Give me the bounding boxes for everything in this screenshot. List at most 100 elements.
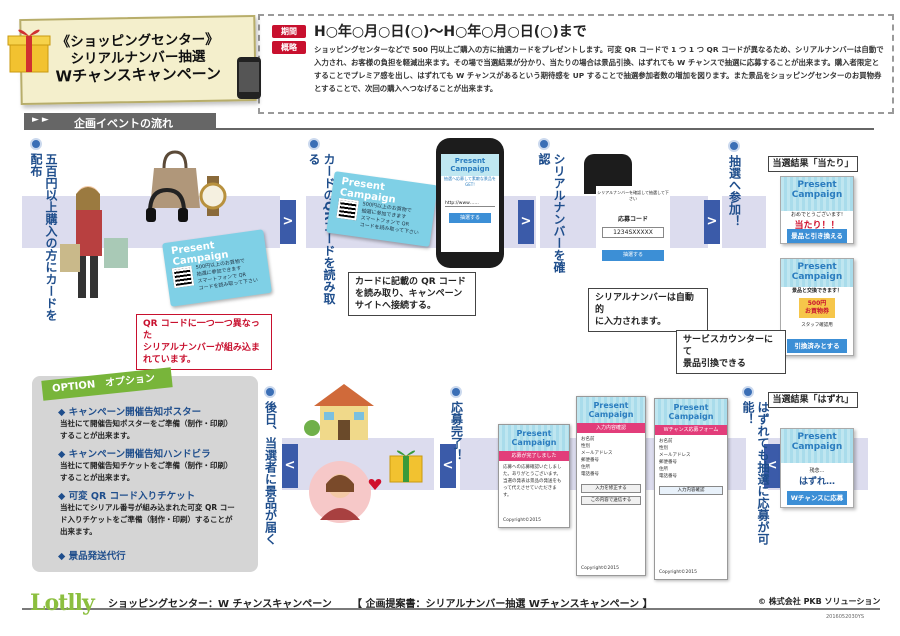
confirm-bar: 入力内容確認 xyxy=(577,423,645,433)
step-dot-icon xyxy=(308,138,320,150)
phone-header: Present Campaign xyxy=(441,154,499,176)
phone-url-field[interactable]: http://www…… xyxy=(445,201,495,207)
shopping-bag-icon xyxy=(150,150,200,208)
footer-company: © 株式会社 PKB ソリューション xyxy=(758,597,881,606)
chevron-right-icon: > xyxy=(704,200,720,244)
smartphone-icon xyxy=(237,57,261,99)
step-6-text: 後日、当選者に景品が届く xyxy=(263,401,278,545)
lose-result-screen: Present Campaign 残念… はずれ… Wチャンスに応募 xyxy=(780,428,854,508)
exchange-screen: Present Campaign 景品と交換できます！ 500円 お買物券 スタ… xyxy=(780,258,854,356)
redeemed-button[interactable]: 引換済みとする xyxy=(787,339,847,353)
section-arrows-icon: ►► xyxy=(32,115,52,125)
qr-code-icon xyxy=(171,265,195,289)
option-item-4-title: ◆ 景品発送代行 xyxy=(58,551,126,562)
chevron-right-icon: > xyxy=(280,200,296,244)
option-item-3-title: ◆ 可変 QR コード入りチケット xyxy=(58,491,196,502)
serial-draw-button[interactable]: 抽選する xyxy=(602,250,664,261)
title-line-3: Wチャンスキャンペーン xyxy=(55,64,222,86)
gift-icon xyxy=(389,450,423,483)
win-result-label: 当選結果「当たり」 xyxy=(768,156,858,172)
period-tag: 期間 xyxy=(272,25,306,38)
step-1: 五百円以上購入の方にカードを配布 xyxy=(28,138,58,321)
serial-input[interactable]: 1234SXXXXX xyxy=(602,227,664,238)
confirm-button[interactable]: 入力内容確認 xyxy=(659,486,723,495)
outline-tag: 概略 xyxy=(272,41,306,54)
form-header: Present Campaign xyxy=(499,425,569,451)
form-footer: Copyright©2015 xyxy=(581,566,619,571)
header: 《ショッピングセンター》 シリアルナンバー抽選 Wチャンスキャンペーン 期間 概… xyxy=(0,0,900,120)
chevron-left-icon: < xyxy=(282,444,298,488)
lose-big: はずれ… xyxy=(798,477,835,487)
option-item-2-text: 当社にて開催告知チケットをご準備（制作・印刷） することが出来ます。 xyxy=(60,461,233,482)
send-button[interactable]: この内容で送信する xyxy=(581,496,641,505)
confirm-fields: お名前性別メールアドレス 郵便番号住所電話番号 xyxy=(581,437,613,477)
step-5: 応募完了！ xyxy=(448,386,464,466)
result-header: Present Campaign xyxy=(781,259,853,287)
step-3: シリアルナンバーを確認 xyxy=(536,138,566,273)
callout-read-qr: カードに記載の QR コード を読み取り、キャンペーン サイトへ接続する。 xyxy=(348,272,476,316)
step-dot-icon xyxy=(264,386,276,398)
callout-qr-unique: QR コードに一つ一つ異なった シリアルナンバーが組み込まれています。 xyxy=(136,314,272,370)
form-header: Present Campaign xyxy=(577,397,645,423)
house-illustration xyxy=(304,384,374,440)
result-header: Present Campaign xyxy=(781,429,853,463)
step-6: 後日、当選者に景品が届く xyxy=(262,386,278,554)
footer-rule xyxy=(22,608,880,610)
step-7-text: はずれても抽選に応募が可能！ xyxy=(741,401,770,545)
flow-band-4 xyxy=(722,196,766,248)
phone-sub: 抽選へ応募して素敵な景品をGET! xyxy=(444,176,496,187)
callout-service: サービスカウンターにて 景品引換できる xyxy=(676,330,786,374)
chevron-left-icon: < xyxy=(764,444,780,488)
qr-code-icon xyxy=(336,197,359,221)
wchance-button[interactable]: Wチャンスに応募 xyxy=(787,491,847,505)
win-result-screen: Present Campaign おめでとうございます! 当たり！！ 景品と引き… xyxy=(780,176,854,244)
step-dot-icon xyxy=(450,386,462,398)
callout-serial-auto: シリアルナンバーは自動的 に入力されます。 xyxy=(588,288,708,332)
exchange-button[interactable]: 景品と引き換える xyxy=(787,229,847,243)
step-4: 抽選へ参加！ xyxy=(726,140,742,227)
step-3-text: シリアルナンバーを確認 xyxy=(537,153,566,273)
section-heading: ►► 企画イベントの流れ xyxy=(24,113,874,130)
lose-sub: 残念… xyxy=(809,468,825,474)
section-title: 企画イベントの流れ xyxy=(74,117,173,130)
complete-form: Present Campaign 応募が完了しました 応募への応募確認いたしまし… xyxy=(498,424,570,528)
chevron-left-icon: < xyxy=(440,444,456,488)
period-text: H○年○月○日(○)～H○年○月○日(○)まで xyxy=(314,24,587,40)
serial-entry-screen: シリアルナンバーを確認して抽選して下さい 応募コード 1234SXXXXX 抽選… xyxy=(596,186,670,274)
entry-fields: お名前性別メールアドレス 郵便番号住所電話番号 xyxy=(659,439,691,479)
gift-icon xyxy=(7,29,51,73)
option-panel: OPTION オプション ◆ キャンペーン開催告知ポスター 当社にて開催告知ポス… xyxy=(32,367,258,572)
draw-button[interactable]: 抽選する xyxy=(449,213,491,223)
campaign-card-1: Present Campaign 500円以上のお買物で抽選に参加できますスマー… xyxy=(162,229,272,307)
form-footer: Copyright©2015 xyxy=(503,518,541,523)
done-bar: 応募が完了しました xyxy=(499,451,569,461)
exchange-item: 500円 お買物券 xyxy=(799,298,835,318)
staff-check[interactable]: スタッフ確認用 xyxy=(801,323,833,328)
option-item-1-title: ◆ キャンペーン開催告知ポスター xyxy=(58,407,202,418)
entry-form: Present Campaign Wチャンス応募フォーム お名前性別メールアドレ… xyxy=(654,398,728,580)
footer-title: 【 企画提案書：シリアルナンバー抽選 Wチャンスキャンペーン 】 xyxy=(352,599,653,610)
win-big: 当たり！！ xyxy=(794,221,840,231)
option-item-3-text: 当社にてシリアル番号が組み込まれた可変 QR コー ド入りチケットをご準備（制作… xyxy=(60,503,235,536)
footer-code: 2016052030YS xyxy=(826,614,865,620)
footer-logo: Lotlly xyxy=(30,590,95,616)
footer: Lotlly ショッピングセンター：W チャンスキャンペーン 【 企画提案書：シ… xyxy=(0,590,900,636)
serial-label: 応募コード xyxy=(617,216,648,223)
headphones-icon xyxy=(146,187,188,222)
done-body: 応募への応募確認いたしました。ありがとうございます。 当選の発表は景品の発送をも… xyxy=(503,465,562,498)
step-7: はずれても抽選に応募が可能！ xyxy=(740,386,770,546)
step-4-text: 抽選へ参加！ xyxy=(727,155,742,227)
win-sub: おめでとうございます! xyxy=(790,212,843,218)
heart-icon xyxy=(368,479,382,490)
chevron-right-icon: > xyxy=(518,200,534,244)
section-bar xyxy=(24,113,216,130)
fix-button[interactable]: 入力を修正する xyxy=(581,484,641,493)
step-1-text: 五百円以上購入の方にカードを配布 xyxy=(29,153,58,321)
step-dot-icon xyxy=(742,386,754,398)
exchange-text: 景品と交換できます！ xyxy=(791,288,842,294)
entry-bar: Wチャンス応募フォーム xyxy=(655,425,727,435)
option-item-2-title: ◆ キャンペーン開催告知ハンドビラ xyxy=(58,449,211,460)
form-header: Present Campaign xyxy=(655,399,727,425)
title-banner: 《ショッピングセンター》 シリアルナンバー抽選 Wチャンスキャンペーン xyxy=(19,14,257,106)
smartphone-mockup-1: Present Campaign 抽選へ応募して素敵な景品をGET! http:… xyxy=(436,138,504,268)
